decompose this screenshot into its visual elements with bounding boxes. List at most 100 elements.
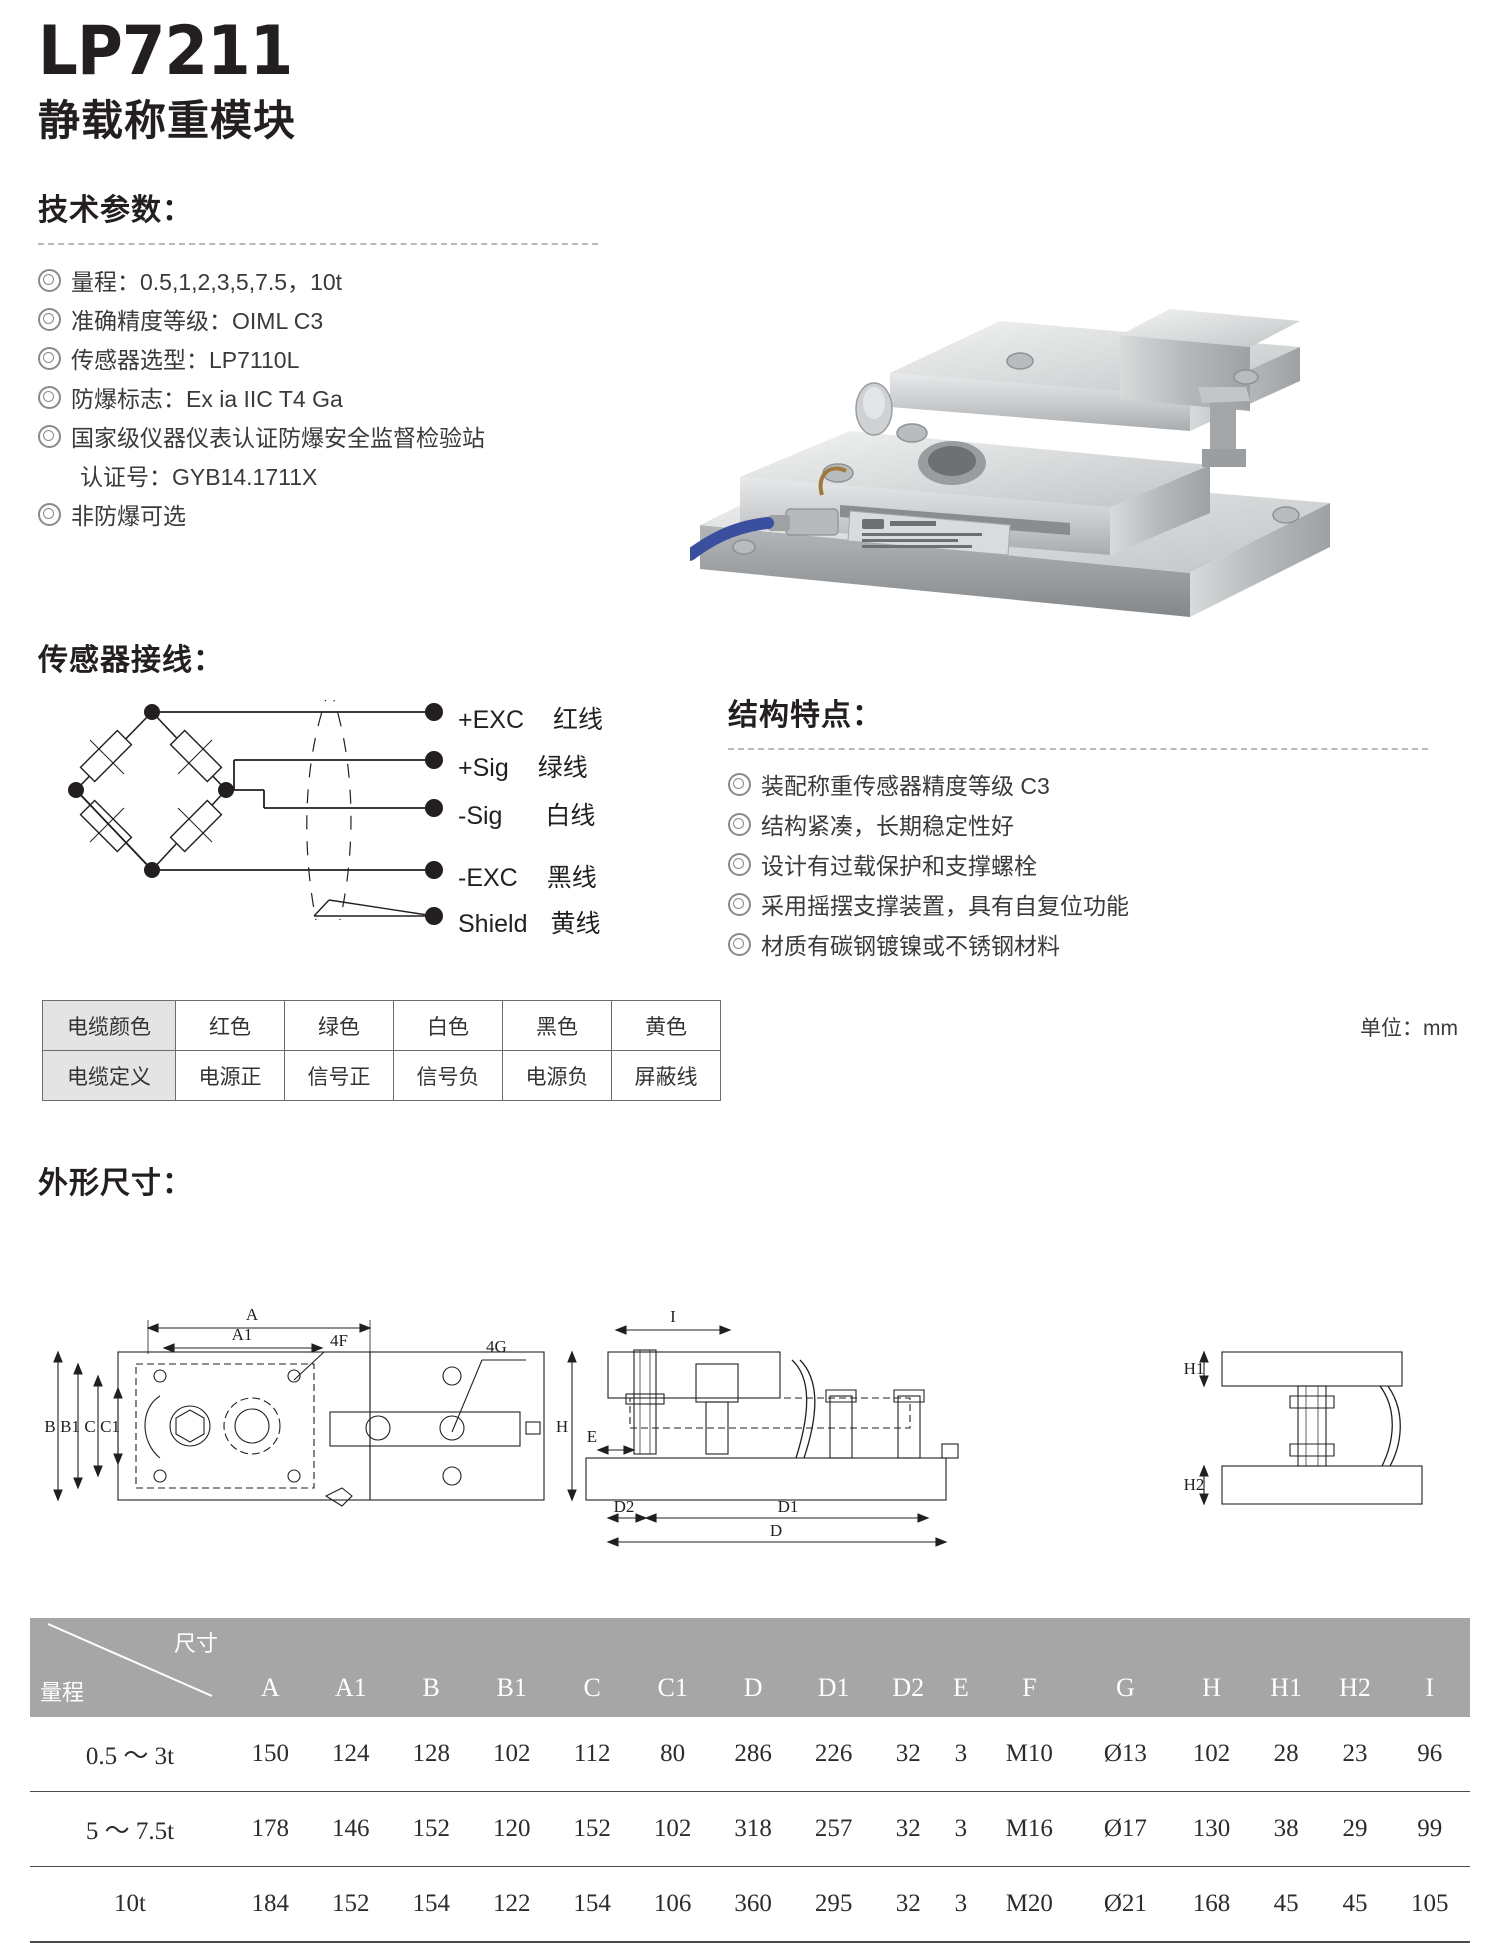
wire-color: 黑线 [546, 864, 597, 892]
table-row: 电缆定义 电源正 信号正 信号负 电源负 屏蔽线 [42, 1050, 721, 1101]
table-cell: 105 [1389, 1866, 1470, 1943]
column-header: F [979, 1618, 1080, 1717]
table-cell: 130 [1171, 1791, 1252, 1867]
table-cell: M10 [979, 1717, 1080, 1792]
cable-definition-table: 电缆颜色 红色 绿色 白色 黑色 黄色 电缆定义 电源正 信号正 信号负 电源负… [42, 1000, 721, 1101]
table-row: 0.5 ～ 3t 150 124 128 102 112 80 286 226 … [30, 1717, 1470, 1792]
divider [38, 243, 598, 245]
table-cell: Ø21 [1079, 1866, 1172, 1943]
wire-color: 黄线 [550, 910, 601, 938]
circle-bullet-icon [728, 773, 751, 796]
table-cell: Ø17 [1079, 1791, 1172, 1867]
row-capacity: 0.5 ～ 3t [30, 1717, 230, 1792]
engineering-drawings-svg: A A1 4F 4G [44, 1305, 1423, 1547]
table-cell: 124 [310, 1717, 391, 1792]
svg-text:I: I [670, 1307, 676, 1326]
list-item-label: 结构紧凑，长期稳定性好 [761, 813, 1014, 839]
list-item-label: 设计有过载保护和支撑螺栓 [761, 853, 1037, 879]
list-item: 防爆标志：Ex ia IIC T4 Ga [38, 380, 598, 419]
list-item: 采用摇摆支撑装置，具有自复位功能 [728, 886, 1428, 926]
table-cell: 3 [942, 1791, 980, 1867]
table-cell: 绿色 [284, 1000, 394, 1051]
wire-code: Shield [458, 910, 528, 938]
column-header: E [942, 1618, 980, 1717]
features-heading: 结构特点： [728, 699, 883, 732]
table-cell: 152 [551, 1791, 633, 1867]
table-cell: 286 [712, 1717, 794, 1792]
table-cell: 38 [1251, 1791, 1321, 1867]
table-cell: 152 [310, 1866, 391, 1943]
row-capacity: 10t [30, 1866, 230, 1943]
svg-text:D: D [770, 1521, 782, 1540]
unit-label: 单位：mm [1360, 1017, 1458, 1040]
list-item: 材质有碳钢镀镍或不锈钢材料 [728, 926, 1428, 966]
table-cell: 257 [793, 1791, 874, 1867]
circle-bullet-icon [38, 386, 61, 409]
circle-bullet-icon [38, 425, 61, 448]
column-header: H [1171, 1618, 1252, 1717]
list-item-label: 材质有碳钢镀镍或不锈钢材料 [761, 933, 1060, 959]
table-cell: 226 [793, 1717, 874, 1792]
list-item-label: 装配称重传感器精度等级 C3 [761, 773, 1050, 799]
list-item: 非防爆可选 [38, 497, 598, 536]
column-header: C1 [632, 1618, 713, 1717]
circle-bullet-icon [38, 269, 61, 292]
product-photo [684, 225, 1470, 645]
column-header: D [712, 1618, 794, 1717]
table-cell: 3 [942, 1717, 980, 1792]
circle-bullet-icon [728, 933, 751, 956]
circle-bullet-icon [38, 308, 61, 331]
svg-text:H: H [556, 1417, 568, 1436]
table-cell: 112 [551, 1717, 633, 1792]
column-header: A1 [310, 1618, 391, 1717]
certification-number: 认证号：GYB14.1711X [80, 464, 318, 490]
table-cell: 128 [390, 1717, 472, 1792]
table-cell: 96 [1389, 1717, 1470, 1792]
page-title: LP7211 [38, 12, 293, 91]
wire-color: 红线 [552, 706, 603, 734]
table-cell: 32 [873, 1791, 943, 1867]
weighing-module-illustration [684, 309, 1330, 617]
support-bolt [1198, 387, 1250, 467]
table-cell: 102 [632, 1791, 713, 1867]
table-cell: 102 [471, 1717, 552, 1792]
bolt-head [732, 352, 1300, 555]
table-cell: 23 [1320, 1717, 1390, 1792]
column-header: H2 [1320, 1618, 1390, 1717]
wire-label-row: -EXC 黑线 [458, 858, 597, 894]
load-cell-body [740, 431, 1210, 555]
table-cell: 120 [471, 1791, 552, 1867]
nameplate [847, 510, 1011, 556]
table-cell: 红色 [175, 1000, 285, 1051]
column-header: A [230, 1618, 311, 1717]
table-cell: 电源正 [175, 1050, 285, 1101]
wire-label-row: +Sig 绿线 [458, 748, 588, 784]
svg-text:A: A [246, 1305, 259, 1324]
column-header: H1 [1251, 1618, 1321, 1717]
circle-bullet-icon [728, 893, 751, 916]
wiring-diagram: +EXC 红线 +Sig 绿线 -Sig 白线 -EXC 黑线 Shield 黄… [34, 687, 604, 960]
row-capacity: 5 ～ 7.5t [30, 1791, 230, 1867]
divider [728, 748, 1428, 750]
list-item: 结构紧凑，长期稳定性好 [728, 806, 1428, 846]
table-cell: 99 [1389, 1791, 1470, 1867]
table-cell: 168 [1171, 1866, 1252, 1943]
features-section: 结构特点： 装配称重传感器精度等级 C3 结构紧凑，长期稳定性好 设计有过载保护… [728, 690, 1428, 966]
list-item-label: 防爆标志：Ex ia IIC T4 Ga [71, 386, 343, 412]
table-header-row: 尺寸 量程 A A1 B B1 C C1 D D1 D2 E F G H H1 … [30, 1618, 1470, 1717]
tech-params-list: 量程：0.5,1,2,3,5,7.5，10t 准确精度等级：OIML C3 传感… [38, 263, 598, 536]
list-item-label: 采用摇摆支撑装置，具有自复位功能 [761, 893, 1129, 919]
table-cell: 45 [1320, 1866, 1390, 1943]
dimensions-section-heading-wrap: 外形尺寸： [38, 1158, 193, 1202]
wiring-section: 传感器接线： [38, 635, 598, 679]
features-list: 装配称重传感器精度等级 C3 结构紧凑，长期稳定性好 设计有过载保护和支撑螺栓 … [728, 766, 1428, 966]
column-header: D2 [873, 1618, 943, 1717]
list-item-label: 非防爆可选 [71, 503, 186, 529]
wire-code: -Sig [458, 802, 503, 830]
page-subtitle: 静载称重模块 [38, 97, 297, 144]
table-cell: 146 [310, 1791, 391, 1867]
wire-label-row: +EXC 红线 [458, 700, 603, 736]
list-item: 设计有过载保护和支撑螺栓 [728, 846, 1428, 886]
table-cell: 信号正 [284, 1050, 394, 1101]
